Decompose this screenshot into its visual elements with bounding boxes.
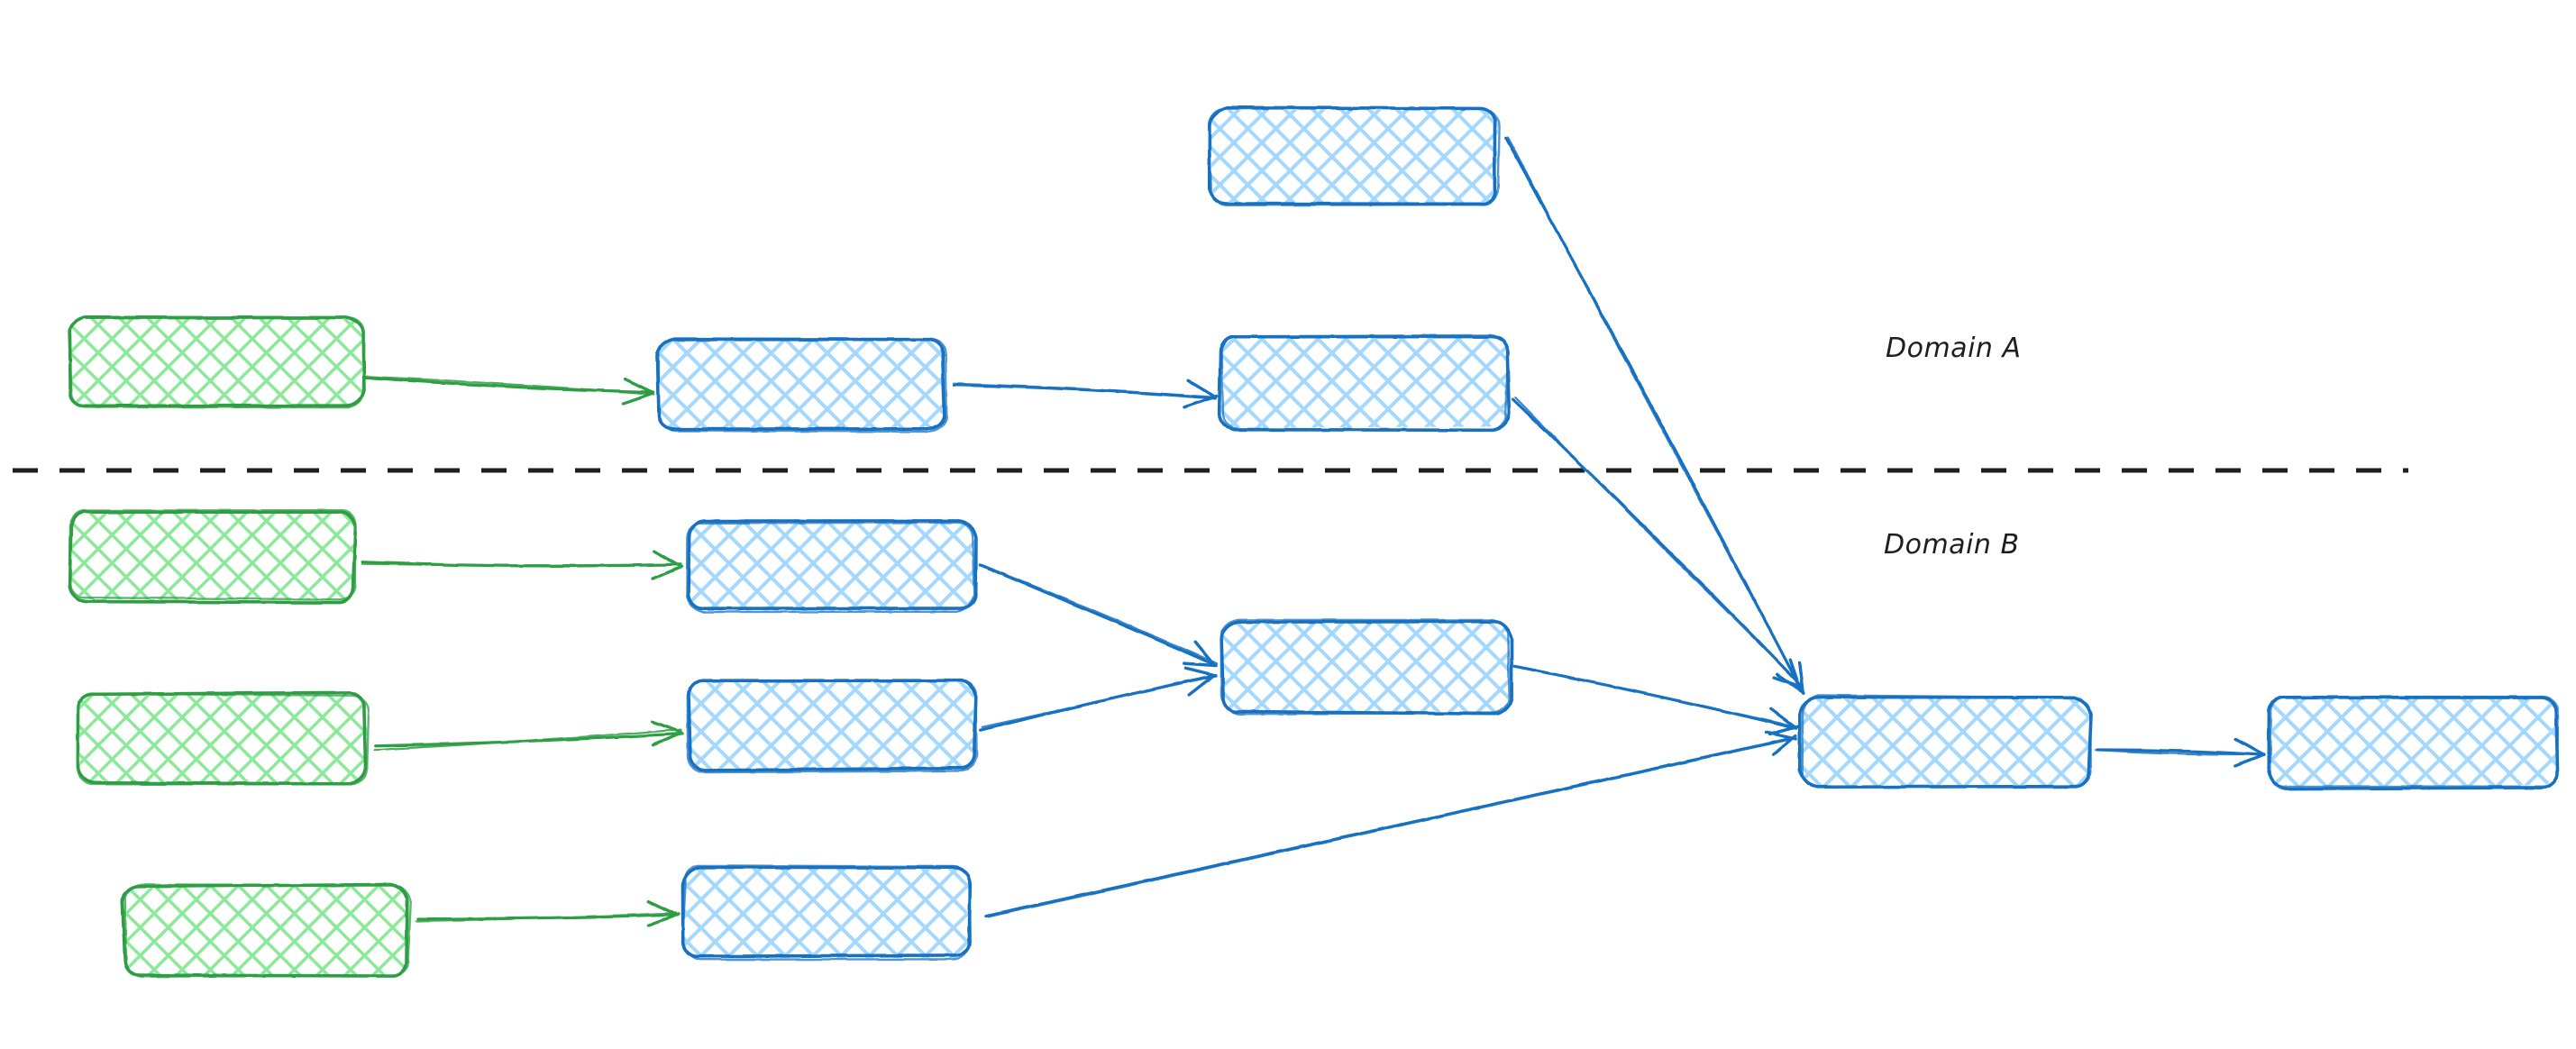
- node-b-hub-1[interactable]: [1219, 618, 1513, 716]
- edges-layer: [361, 135, 2266, 927]
- node-b-src-1[interactable]: [68, 508, 358, 605]
- node-outline: [685, 519, 978, 614]
- node-a-proc-1[interactable]: [655, 337, 948, 433]
- nodes-layer: [68, 105, 2560, 978]
- node-b-proc-3[interactable]: [681, 864, 973, 961]
- node-outline: [68, 508, 358, 605]
- edge-b-proc-2-to-b-hub-1: [979, 666, 1218, 732]
- edge-b-merge-to-b-sink: [2095, 737, 2266, 768]
- node-outline: [68, 315, 366, 409]
- edge-b-src-1-to-b-proc-1: [361, 549, 684, 580]
- edge-a-proc-2-to-b-merge: [1511, 397, 1804, 689]
- edge-b-hub-1-to-b-merge: [1512, 664, 1801, 736]
- node-a-top-1[interactable]: [1207, 105, 1501, 206]
- node-outline: [681, 864, 973, 961]
- node-fill: [70, 510, 356, 600]
- node-fill: [1210, 108, 1499, 204]
- node-fill: [78, 692, 368, 784]
- domain-labels-layer: Domain A Domain B: [1884, 333, 2021, 561]
- node-b-merge[interactable]: [1797, 694, 2093, 789]
- edge-a-top-1-to-b-merge: [1504, 135, 1805, 696]
- node-fill: [682, 866, 971, 959]
- node-outline: [120, 882, 412, 978]
- node-outline: [1797, 694, 2093, 789]
- node-outline: [76, 690, 370, 786]
- node-fill: [69, 316, 365, 409]
- node-fill: [1220, 335, 1509, 428]
- node-fill: [687, 519, 975, 612]
- node-outline: [1219, 618, 1513, 716]
- edge-b-proc-3-to-b-merge: [984, 730, 1798, 918]
- node-outline: [686, 679, 978, 774]
- edge-a-src-1-to-a-proc-1: [362, 375, 655, 406]
- node-b-src-3[interactable]: [120, 882, 412, 978]
- edge-b-proc-1-to-b-hub-1: [978, 563, 1219, 668]
- node-outline: [1217, 333, 1512, 433]
- node-fill: [1801, 696, 2091, 788]
- node-fill: [2267, 697, 2558, 788]
- node-b-proc-1[interactable]: [685, 519, 978, 614]
- node-fill: [657, 339, 944, 432]
- node-fill: [685, 680, 974, 772]
- edge-b-src-3-to-b-proc-3: [415, 899, 681, 927]
- node-b-src-2[interactable]: [76, 690, 370, 786]
- domain-label-domain-a: Domain A: [1886, 333, 2021, 364]
- domain-label-domain-b: Domain B: [1884, 529, 2020, 561]
- node-outline: [2267, 695, 2560, 790]
- node-b-sink[interactable]: [2267, 695, 2560, 790]
- edge-b-src-2-to-b-proc-2: [373, 720, 684, 752]
- node-fill: [1220, 621, 1511, 712]
- node-b-proc-2[interactable]: [685, 679, 978, 774]
- node-fill: [123, 885, 407, 976]
- node-a-src-1[interactable]: [68, 315, 366, 409]
- node-outline: [1207, 105, 1501, 206]
- edge-a-proc-1-to-a-proc-2: [952, 379, 1219, 409]
- node-a-proc-2[interactable]: [1217, 333, 1512, 433]
- node-outline: [655, 337, 948, 433]
